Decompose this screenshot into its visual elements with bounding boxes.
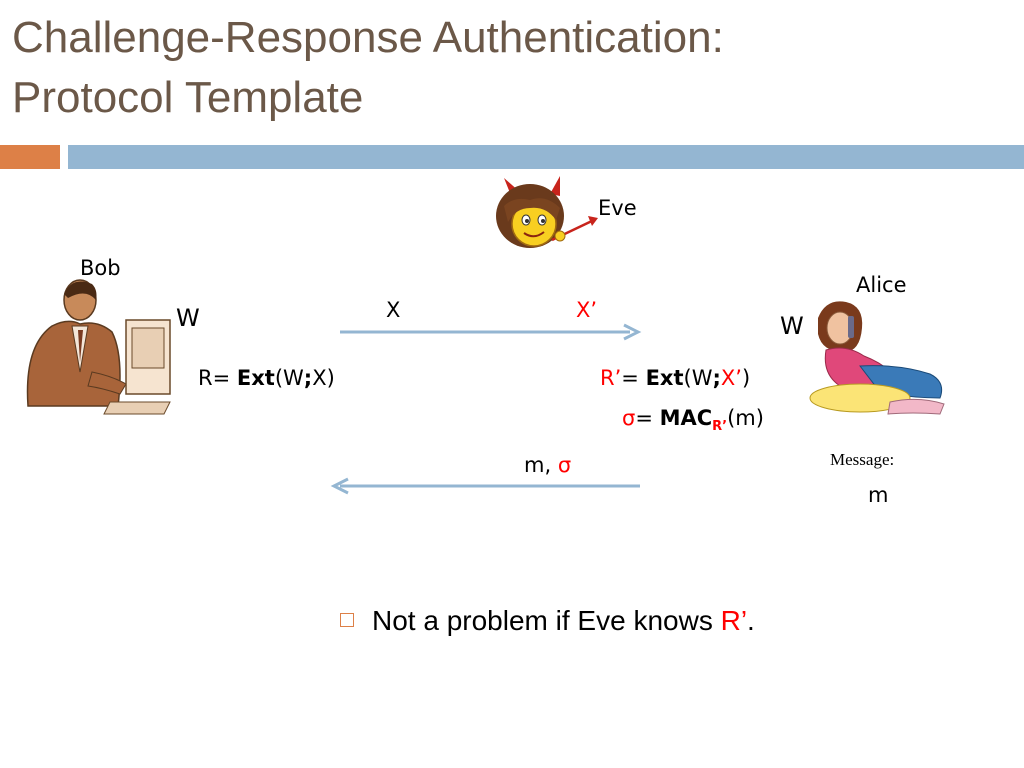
alice-label: Alice [856, 273, 907, 297]
bob-label: Bob [80, 256, 121, 280]
alice-mac-formula: σ= MACR’(m) [622, 406, 764, 439]
bullet-highlight: R’ [720, 605, 748, 636]
eve-devil-clipart [496, 176, 598, 248]
alice-r-prime: R’ [600, 366, 622, 390]
alice-r-formula: R’= Ext(W;X’) [600, 366, 750, 390]
bob-computer-clipart [26, 279, 171, 415]
title-line-1: Challenge-Response Authentication: [12, 13, 724, 62]
alice-mac-arg: (m) [727, 406, 764, 430]
alice-ext-args-a: (W [683, 366, 713, 390]
alice-ext: Ext [645, 366, 684, 390]
bob-ext-args-b: X) [312, 366, 335, 390]
message-value: m [868, 483, 889, 507]
alice-phone-clipart [809, 301, 945, 415]
alice-r-eq: = [621, 366, 646, 390]
alice-mac-sub: R’ [712, 419, 728, 435]
message-label: Message: [830, 450, 895, 469]
alice-sigma: σ [622, 406, 636, 430]
eve-label: Eve [598, 196, 637, 220]
alice-close: ) [741, 366, 751, 390]
channel-x-sent: X [386, 298, 401, 322]
bob-r-prefix: R= [198, 366, 237, 390]
arrow-bob-to-alice [340, 323, 642, 341]
bullet-item: Not a problem if Eve knows R’. [340, 604, 755, 638]
reply-sigma: σ [557, 453, 572, 477]
reply-m: m, [524, 453, 558, 477]
alice-x-prime: X’ [720, 366, 742, 390]
bullet-text: Not a problem if Eve knows [372, 605, 721, 636]
bob-ext: Ext [236, 366, 275, 390]
bob-r-formula: R= Ext(W;X) [198, 366, 335, 390]
alice-mac: MAC [659, 406, 713, 430]
bob-ext-args-a: (W [274, 366, 304, 390]
accent-bar-orange [0, 145, 60, 169]
bob-w-label: W [176, 304, 200, 332]
channel-x-received: X’ [576, 298, 598, 322]
channel-reply-label: m, σ [524, 453, 571, 477]
bullet-end: . [747, 605, 755, 636]
alice-w-label: W [780, 312, 804, 340]
title-line-2: Protocol Template [12, 73, 364, 122]
slide-title: Challenge-Response Authentication: Proto… [12, 8, 1012, 128]
bob-semicolon: ; [303, 366, 313, 390]
arrow-alice-to-bob [330, 477, 640, 495]
alice-semicolon: ; [712, 366, 721, 390]
bullet-square-icon [340, 612, 354, 627]
alice-sigma-eq: = [635, 406, 660, 430]
accent-bar-blue [68, 145, 1024, 169]
